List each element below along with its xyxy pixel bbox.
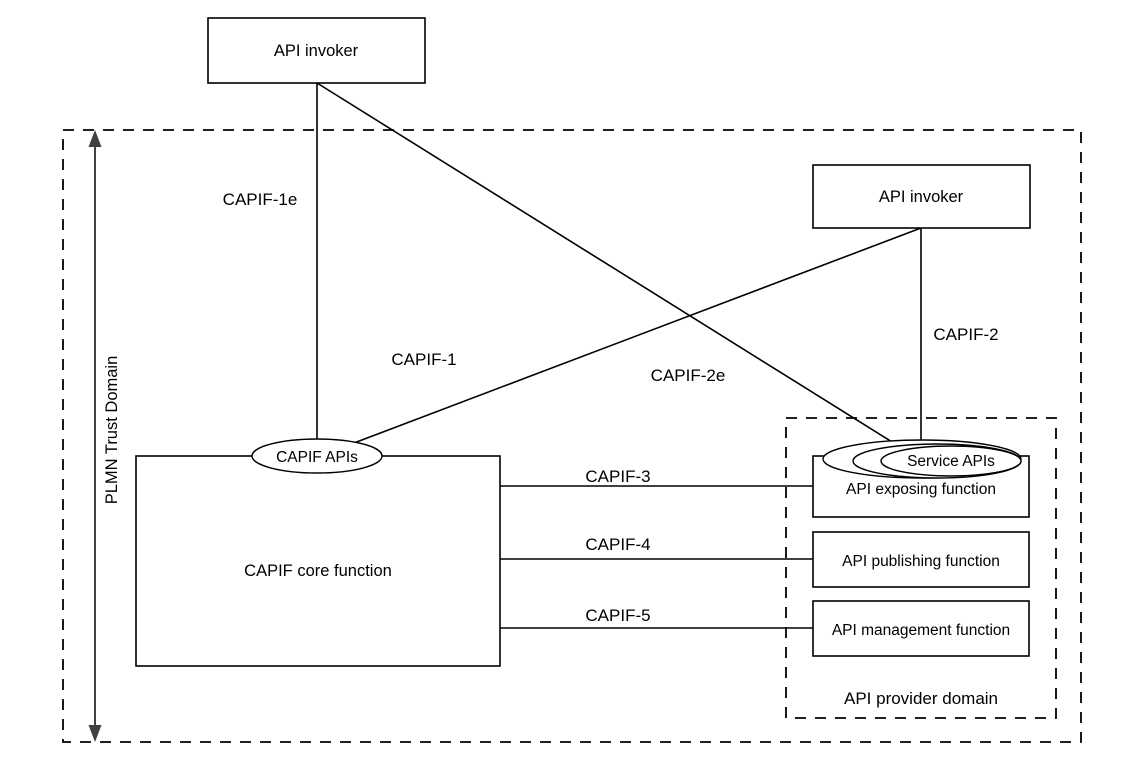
connector-capif-1 xyxy=(316,227,922,458)
capif-apis-label: CAPIF APIs xyxy=(276,449,358,466)
label-capif-2: CAPIF-2 xyxy=(933,325,998,344)
api-publishing-function-label: API publishing function xyxy=(842,553,1000,570)
label-capif-1: CAPIF-1 xyxy=(391,350,456,369)
box-api-management-function[interactable] xyxy=(812,600,1030,657)
connector-capif-2e xyxy=(316,82,922,461)
box-api-publishing-function[interactable] xyxy=(812,531,1030,588)
api-invoker-external-label: API invoker xyxy=(274,42,359,60)
trust-domain-arrow-head-bottom xyxy=(88,725,102,742)
trust-domain-arrow-head-top xyxy=(88,130,102,147)
label-capif-5: CAPIF-5 xyxy=(585,606,650,625)
api-provider-domain-label: API provider domain xyxy=(844,689,998,708)
api-management-function-label: API management function xyxy=(832,622,1010,639)
box-capif-core-function[interactable] xyxy=(135,455,501,667)
ellipse-service-apis-front[interactable] xyxy=(880,445,1022,477)
box-api-invoker-internal[interactable] xyxy=(812,164,1031,229)
plmn-trust-domain-label: PLMN Trust Domain xyxy=(103,356,121,505)
api-provider-domain-boundary xyxy=(785,417,1057,719)
capif-core-function-label: CAPIF core function xyxy=(244,562,392,580)
label-capif-3: CAPIF-3 xyxy=(585,467,650,486)
api-invoker-internal-label: API invoker xyxy=(879,188,964,206)
plmn-trust-domain-boundary xyxy=(62,129,1082,743)
label-capif-1e: CAPIF-1e xyxy=(223,190,298,209)
box-api-invoker-external[interactable] xyxy=(207,17,426,84)
service-apis-label: Service APIs xyxy=(907,453,995,470)
label-capif-2e: CAPIF-2e xyxy=(651,366,726,385)
ellipse-capif-apis[interactable] xyxy=(251,438,383,474)
label-capif-4: CAPIF-4 xyxy=(585,535,650,554)
api-exposing-function-label: API exposing function xyxy=(846,481,996,498)
